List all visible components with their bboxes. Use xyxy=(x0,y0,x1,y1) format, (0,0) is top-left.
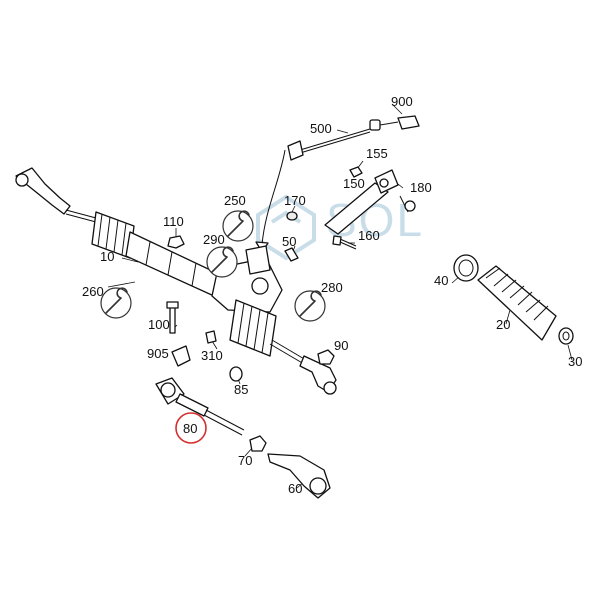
part-110-nut xyxy=(167,235,185,249)
callout-260: 260 xyxy=(82,284,104,299)
part-900-sensor xyxy=(369,115,420,131)
part-180-bolt xyxy=(399,195,416,213)
callout-30: 30 xyxy=(568,354,582,369)
part-905-bracket xyxy=(171,345,191,367)
part-85-cap xyxy=(229,366,243,382)
part-500-rod xyxy=(287,128,371,161)
part-50-clip xyxy=(284,247,299,262)
callout-100: 100 xyxy=(148,317,170,332)
assembly-arrow xyxy=(261,149,286,246)
callout-250: 250 xyxy=(224,193,246,208)
part-80-inner-tie-rod xyxy=(155,377,245,436)
callout-280: 280 xyxy=(321,280,343,295)
torque-symbol-260 xyxy=(100,287,132,319)
callout-85: 85 xyxy=(234,382,248,397)
part-170-seal xyxy=(286,211,298,221)
part-90-nut xyxy=(317,349,335,365)
callout-70: 70 xyxy=(238,453,252,468)
callout-170: 170 xyxy=(284,193,306,208)
wrench-icon xyxy=(299,290,322,317)
part-20-bellows xyxy=(477,265,557,341)
part-70-nut xyxy=(249,435,267,452)
callout-290: 290 xyxy=(203,232,225,247)
wrench-icon xyxy=(227,210,250,237)
part-155-clip xyxy=(349,166,363,178)
torque-symbol-280 xyxy=(294,290,326,322)
callout-180: 180 xyxy=(410,180,432,195)
callout-310: 310 xyxy=(201,348,223,363)
part-160-bolt xyxy=(332,235,357,250)
wrench-icon xyxy=(211,246,234,273)
callout-900: 900 xyxy=(391,94,413,109)
part-150-shaft xyxy=(324,169,399,235)
part-30-clamp xyxy=(558,327,574,345)
callout-90: 90 xyxy=(334,338,348,353)
part-100-bolt xyxy=(166,301,179,334)
wrench-icon xyxy=(105,287,128,314)
callout-500: 500 xyxy=(310,121,332,136)
torque-symbol-250 xyxy=(222,210,254,242)
torque-symbol-290 xyxy=(206,246,238,278)
part-60-outer-tie-rod-end xyxy=(267,453,331,499)
callout-20: 20 xyxy=(496,317,510,332)
callout-50: 50 xyxy=(282,234,296,249)
highlight-circle-80 xyxy=(175,412,207,444)
callout-10: 10 xyxy=(100,249,114,264)
part-40-clamp xyxy=(453,254,479,282)
callout-150: 150 xyxy=(343,176,365,191)
callout-40: 40 xyxy=(434,273,448,288)
callout-160: 160 xyxy=(358,228,380,243)
callout-60: 60 xyxy=(288,481,302,496)
callout-155: 155 xyxy=(366,146,388,161)
callout-labels: 900 500 155 150 180 170 250 160 50 110 2… xyxy=(82,94,582,496)
callout-905: 905 xyxy=(147,346,169,361)
callout-80: 80 xyxy=(183,421,197,436)
part-310-screw xyxy=(205,330,217,344)
callout-110: 110 xyxy=(163,214,184,229)
